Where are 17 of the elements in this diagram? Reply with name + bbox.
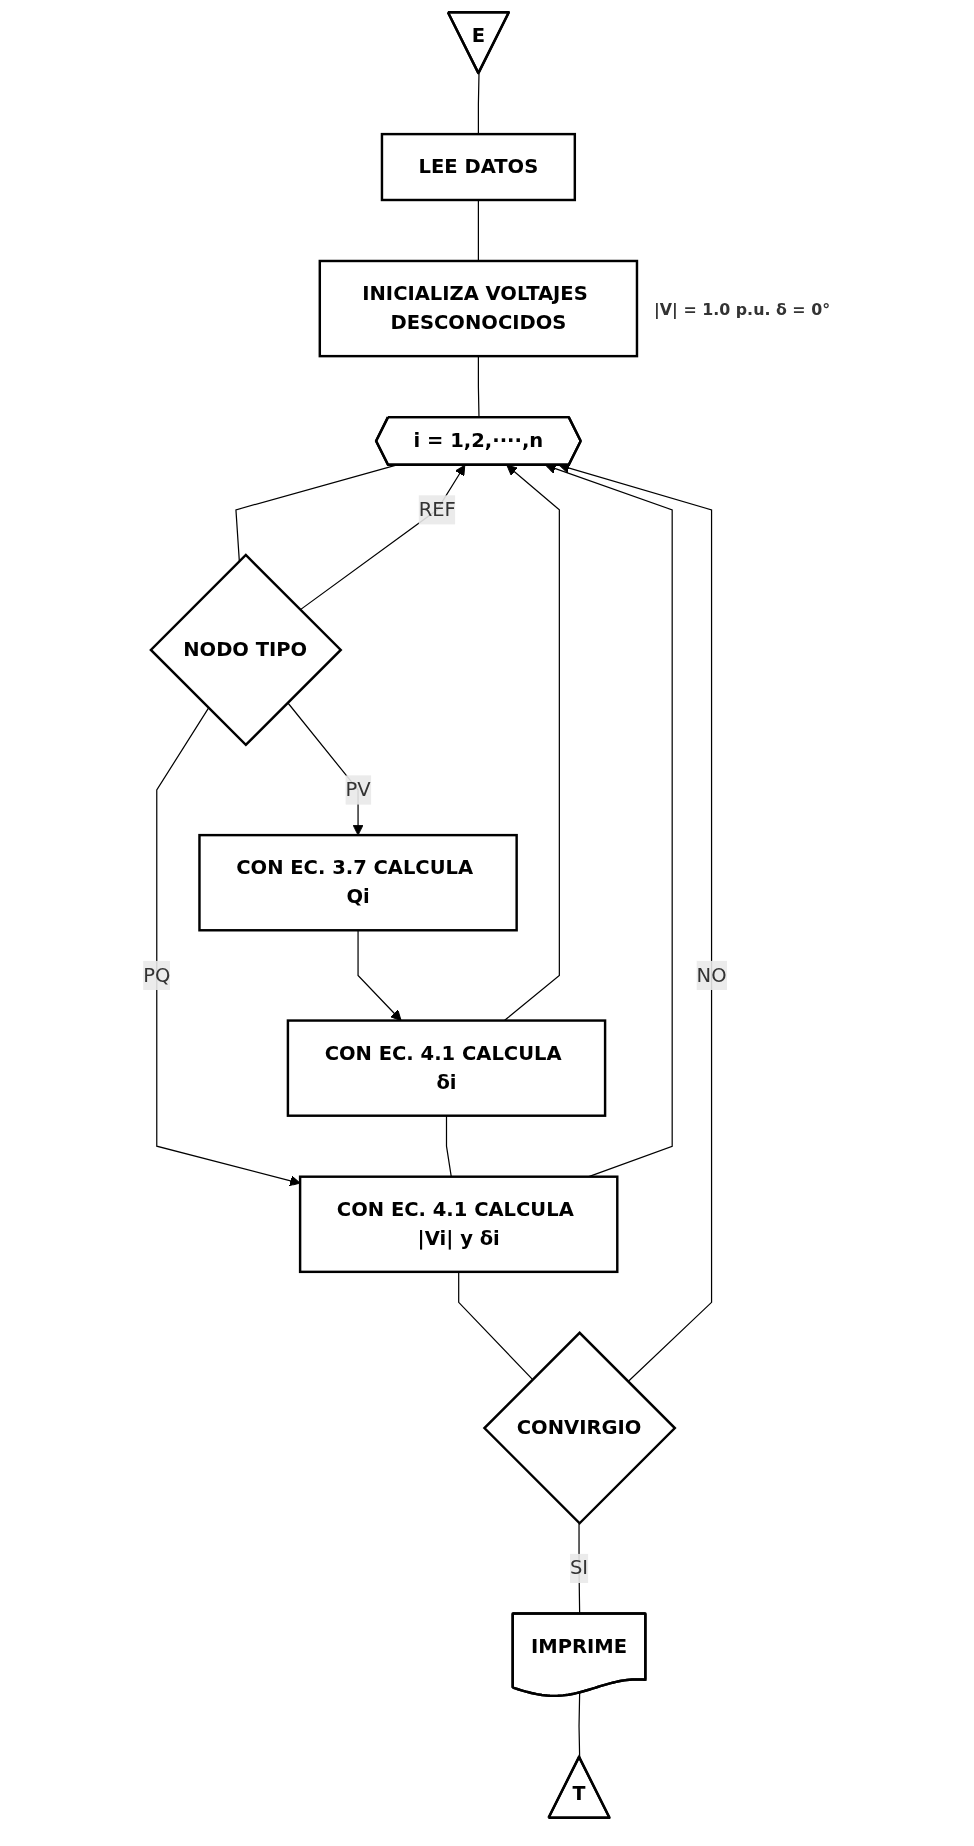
edge-label: REF — [419, 497, 457, 521]
note-text: |V| = 1.0 p.u. δ = 0° — [654, 299, 831, 319]
arrow — [299, 464, 466, 611]
arrow — [156, 707, 301, 1187]
connector — [478, 73, 480, 135]
edge-label: PQ — [143, 963, 171, 987]
node-diamond: NODO TIPO — [149, 553, 343, 747]
node-box: CON EC. 4.1 CALCULA |Vi| y δi — [299, 1175, 619, 1274]
edge-label: PV — [345, 777, 371, 801]
node-box: LEE DATOS — [381, 132, 577, 202]
node-box: CON EC. 3.7 CALCULA Qi — [198, 833, 519, 932]
node-box: INICIALIZA VOLTAJES DESCONOCIDOS — [318, 259, 639, 358]
edge-label: SI — [570, 1556, 589, 1580]
node-box: CON EC. 4.1 CALCULA δi — [287, 1019, 607, 1117]
connector — [458, 1271, 534, 1380]
edge-label: NO — [696, 963, 727, 987]
node-diamond: CONVIRGIO — [483, 1331, 677, 1525]
